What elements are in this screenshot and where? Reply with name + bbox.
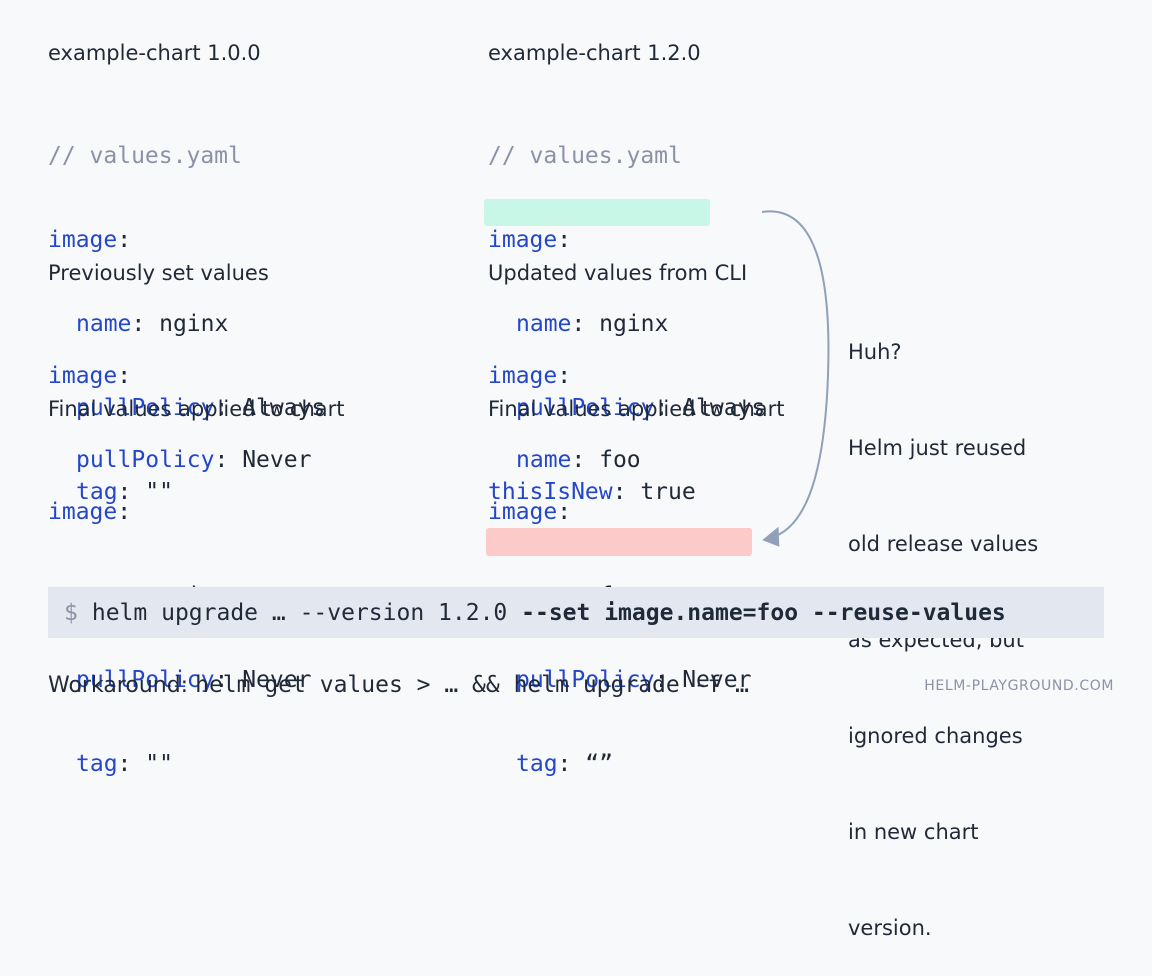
note-line: in new chart	[848, 820, 979, 844]
command-flags: --set image.name=foo --reuse-values	[521, 599, 1006, 626]
note-line: Helm just reused	[848, 436, 1027, 460]
note-line: ignored changes	[848, 724, 1023, 748]
yaml-value: true	[640, 479, 696, 505]
shell-prompt: $	[64, 599, 78, 626]
yaml-key: image	[488, 227, 558, 253]
updated-values-title: Updated values from CLI	[488, 261, 748, 285]
yaml-key: name	[516, 447, 572, 473]
yaml-key: pullPolicy	[516, 667, 655, 693]
left-values-yaml: // values.yaml image: name: nginx pullPo…	[48, 143, 326, 505]
yaml-value: Always	[682, 395, 766, 421]
previous-values-title: Previously set values	[48, 261, 269, 285]
yaml-key: tag	[76, 751, 118, 777]
added-value-highlight	[484, 199, 710, 226]
yaml-value: Never	[682, 667, 752, 693]
curved-arrow-icon	[761, 210, 830, 547]
yaml-value: Never	[242, 667, 312, 693]
note-line: old release values	[848, 532, 1039, 556]
yaml-value: nginx	[159, 311, 229, 337]
yaml-key: pullPolicy	[76, 667, 215, 693]
yaml-key: image	[488, 499, 558, 525]
yaml-value: ""	[145, 479, 173, 505]
yaml-key: image	[48, 499, 118, 525]
workaround-command: helm get values > … && helm upgrade -f …	[195, 672, 749, 698]
note-line: Huh?	[848, 340, 902, 364]
yaml-key: image	[488, 363, 558, 389]
updated-values-yaml: image: name: foo	[488, 363, 641, 473]
right-final-title: Final values applied to chart	[488, 397, 785, 421]
yaml-key: pullPolicy	[76, 447, 215, 473]
command-plain: helm upgrade … --version 1.2.0	[91, 599, 522, 626]
left-chart-title: example-chart 1.0.0	[48, 41, 261, 65]
yaml-value: nginx	[599, 311, 669, 337]
yaml-key: tag	[76, 479, 118, 505]
yaml-key: name	[76, 311, 132, 337]
right-chart-title: example-chart 1.2.0	[488, 41, 701, 65]
right-values-comment: // values.yaml	[488, 143, 682, 169]
yaml-key: image	[48, 227, 118, 253]
yaml-value: Always	[242, 395, 326, 421]
yaml-value: Never	[242, 447, 312, 473]
yaml-key: tag	[516, 751, 558, 777]
workaround-line: Workaround: helm get values > … && helm …	[48, 672, 749, 698]
yaml-key: thisIsNew	[488, 479, 613, 505]
ignored-value-highlight	[486, 528, 752, 556]
yaml-value: foo	[599, 447, 641, 473]
yaml-key: image	[48, 363, 118, 389]
yaml-value: ""	[145, 751, 173, 777]
yaml-value: “”	[585, 751, 613, 777]
brand-label: HELM-PLAYGROUND.COM	[924, 678, 1114, 694]
right-values-yaml: // values.yaml image: name: nginx pullPo…	[488, 143, 766, 505]
command-bar: $ helm upgrade … --version 1.2.0 --set im…	[48, 587, 1104, 638]
left-final-title: Final values applied to chart	[48, 397, 345, 421]
previous-values-yaml: image: pullPolicy: Never	[48, 363, 312, 473]
yaml-key: pullPolicy	[516, 395, 655, 421]
workaround-label: Workaround:	[48, 673, 196, 698]
yaml-key: pullPolicy	[76, 395, 215, 421]
yaml-key: name	[516, 311, 572, 337]
left-values-comment: // values.yaml	[48, 143, 242, 169]
note-line: version.	[848, 916, 932, 940]
